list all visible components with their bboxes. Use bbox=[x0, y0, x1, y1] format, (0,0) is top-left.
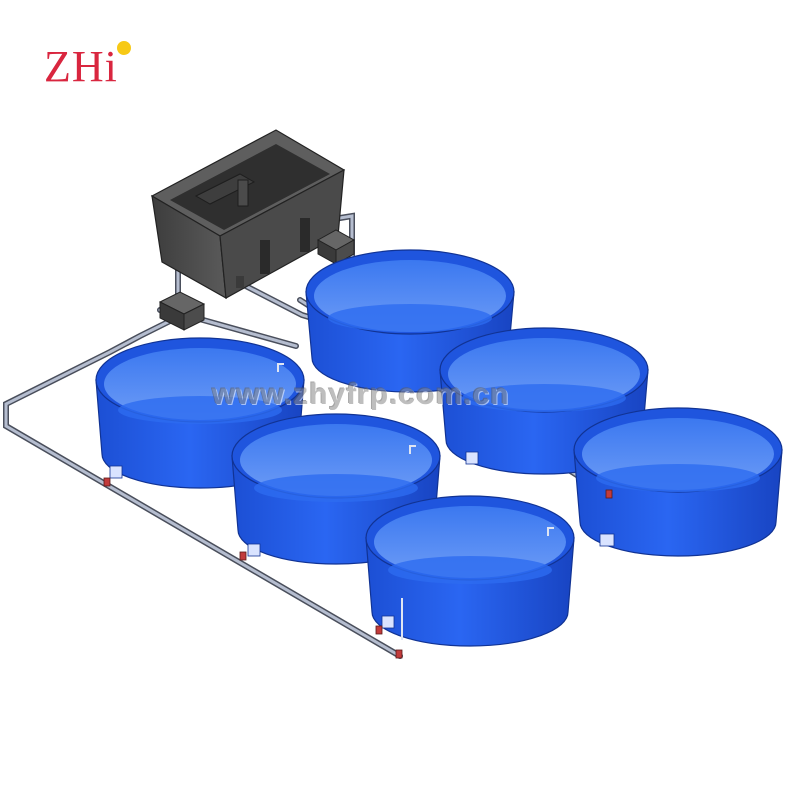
brand-logo-dot-icon bbox=[117, 41, 131, 55]
watermark-text: www.zhyfrp.com.cn bbox=[212, 378, 510, 411]
filter-tank bbox=[150, 129, 346, 300]
brand-logo: ZHi bbox=[44, 42, 118, 92]
pump-center bbox=[236, 276, 244, 288]
fish-tank-back bbox=[305, 249, 515, 393]
pump-left bbox=[158, 291, 206, 331]
fish-tank-front bbox=[365, 495, 575, 647]
fish-tank-middle-right bbox=[439, 327, 649, 475]
drain-valves bbox=[103, 477, 613, 659]
brand-logo-text: ZHi bbox=[44, 42, 118, 91]
fish-tank-right bbox=[573, 407, 783, 557]
pump-right bbox=[316, 229, 356, 265]
